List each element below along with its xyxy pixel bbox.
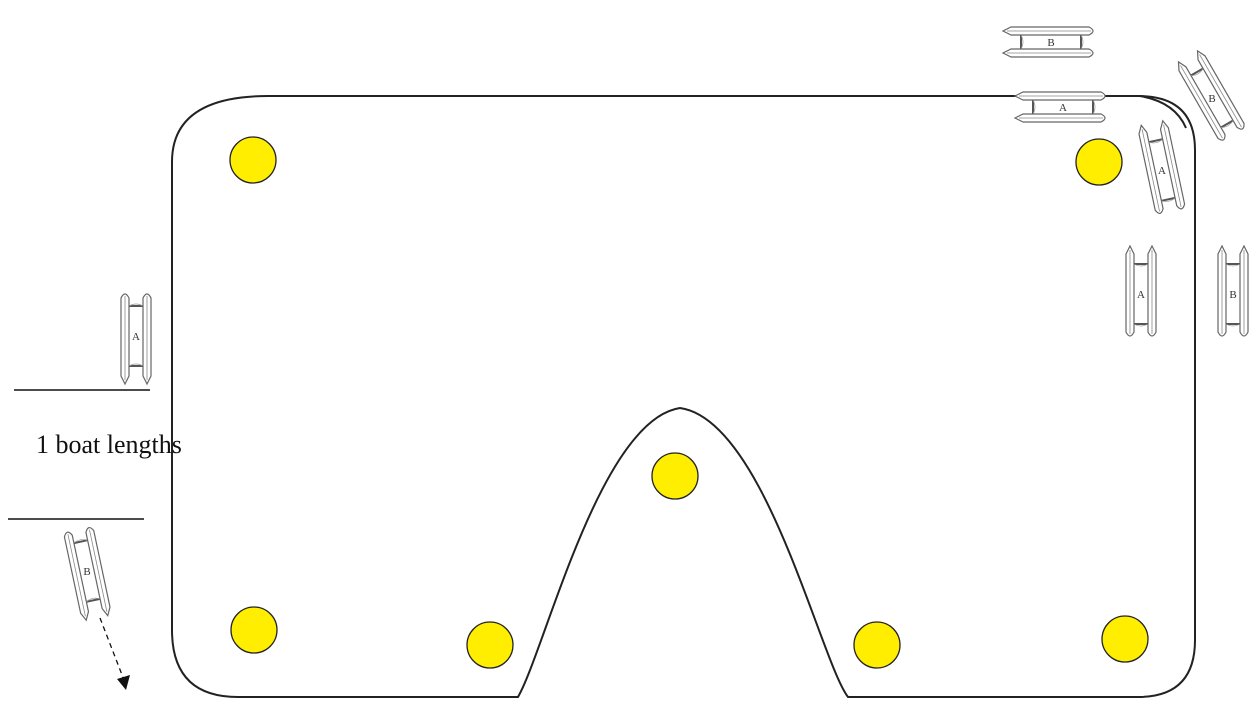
direction-arrow bbox=[100, 618, 124, 680]
svg-text:A: A bbox=[1059, 102, 1067, 114]
mark-top-right bbox=[1076, 139, 1122, 185]
mark-bottom-left bbox=[231, 607, 277, 653]
boat-a-top: A bbox=[1015, 92, 1105, 122]
mark-center bbox=[652, 453, 698, 499]
mark-bottom-right bbox=[1102, 616, 1148, 662]
boat-a-right: A bbox=[1126, 246, 1156, 336]
arrowhead-icon bbox=[117, 675, 130, 690]
svg-text:A: A bbox=[1137, 289, 1145, 301]
boat-b-left: B bbox=[64, 527, 112, 621]
svg-text:B: B bbox=[1229, 289, 1236, 301]
boat-length-label: 1 boat lengths bbox=[36, 430, 182, 460]
svg-text:B: B bbox=[1208, 93, 1215, 105]
mark-top-left bbox=[230, 137, 276, 183]
mark-bottom-2 bbox=[467, 622, 513, 668]
svg-text:B: B bbox=[83, 566, 90, 578]
svg-text:A: A bbox=[132, 331, 140, 343]
boat-a-left: A bbox=[121, 294, 151, 384]
svg-text:B: B bbox=[1047, 37, 1054, 49]
svg-text:A: A bbox=[1158, 165, 1166, 177]
mark-bottom-3 bbox=[854, 622, 900, 668]
boat-b-right: B bbox=[1218, 246, 1248, 336]
boat-b-top: B bbox=[1003, 27, 1093, 57]
boat-a-rounding: A bbox=[1137, 120, 1185, 214]
course-outline bbox=[172, 96, 1195, 697]
